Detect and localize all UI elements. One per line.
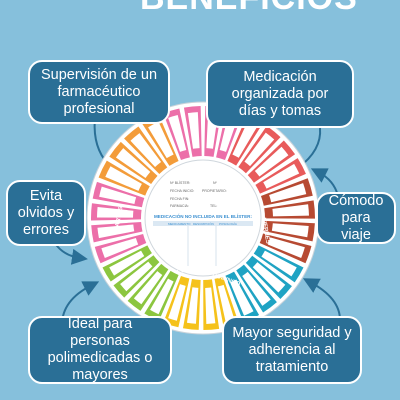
pill-cavity (269, 183, 307, 203)
pill-cavity (254, 146, 289, 177)
pill-cavity (97, 224, 135, 239)
day-segments (91, 106, 315, 330)
pill-cavity (252, 262, 286, 293)
pill-cavity (115, 148, 151, 179)
pill-cavity (205, 287, 216, 324)
day-label-martes: MARTES (114, 206, 124, 232)
pill-cavity (271, 223, 309, 238)
center-form: Nº BLÍSTER: Nº FECHA INICIO: PROPIETARIO… (153, 181, 253, 266)
wheel-center (144, 159, 262, 277)
pill-cavity (148, 121, 174, 159)
benefit-viaje: Cómodo para viaje (316, 192, 396, 244)
column-descripcion: DESCRIPCIÓN (193, 221, 214, 226)
pill-cavity (272, 204, 309, 217)
pill-cavity (130, 133, 162, 167)
pill-cavity (133, 271, 163, 305)
pill-cavity (186, 287, 199, 324)
pill-cavity (261, 250, 297, 277)
benefit-polimedicadas: Ideal para personas polimedicadas o mayo… (28, 316, 172, 384)
day-label-viernes: VIERNES (260, 217, 270, 244)
page-title: BENEFICIOS (140, 0, 358, 18)
center-heading: MEDICACIÓN NO INCLUIDA EN EL BLÍSTER: (154, 212, 252, 219)
pill-cavity (99, 186, 137, 204)
pill-cavity (232, 121, 258, 158)
pill-cavity (168, 284, 186, 321)
pill-cavity (101, 237, 139, 259)
pill-cavity (109, 250, 145, 276)
form-field-farmacia: FARMACIA: (170, 204, 189, 208)
pill-cavity (150, 278, 174, 315)
benefit-seguridad: Mayor seguridad y adherencia al tratamie… (222, 316, 362, 384)
pill-cavity (242, 271, 271, 306)
form-field-blister: Nº BLÍSTER: (170, 181, 190, 185)
benefit-supervision: Supervisión de un farmacéutico profesion… (28, 60, 170, 124)
arrow-icon (302, 278, 341, 321)
pill-cavity (230, 279, 254, 316)
pill-cavity (187, 112, 200, 149)
benefit-olvidos: Evita olvidos y errores (6, 180, 86, 246)
form-field-fecha-fin: FECHA FIN: (170, 197, 189, 201)
pill-cavity (105, 166, 142, 191)
pill-cavity (217, 284, 235, 322)
form-field-fecha-inicio: FECHA INICIO: (170, 189, 194, 193)
pill-cavity (244, 132, 275, 167)
form-field-number: Nº (213, 181, 218, 185)
pill-cavity (97, 207, 134, 218)
columns-header-bar (153, 221, 253, 226)
column-posologia: POSOLOGÍA (219, 222, 237, 226)
form-field-tel: TEL: (210, 204, 217, 208)
form-field-propietario: PROPIETARIO: (202, 189, 227, 193)
pill-cavity (120, 261, 153, 292)
pill-cavity (168, 115, 187, 152)
header: BENEFICIOS (0, 0, 400, 18)
pill-cavity (267, 237, 305, 259)
pill-cavity (263, 163, 300, 189)
column-medicamento: MEDICAMENTO (168, 222, 191, 226)
benefit-organizada: Medicación organizada por días y tomas (206, 60, 354, 128)
